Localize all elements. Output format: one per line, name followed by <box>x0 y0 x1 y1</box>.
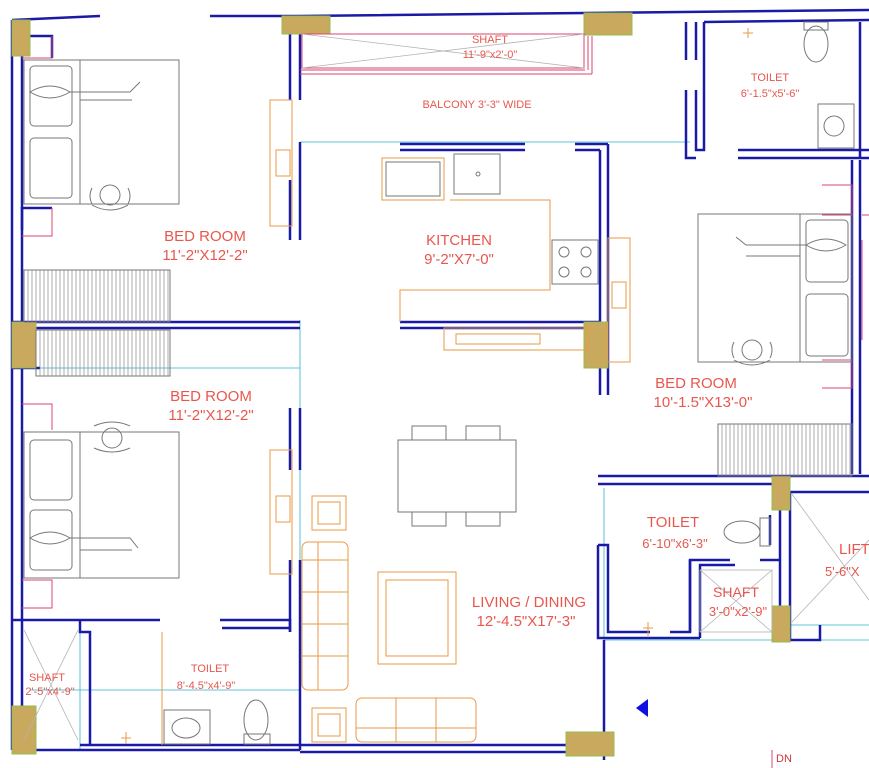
bed-mid-left <box>23 421 180 579</box>
shaft-right-name: SHAFT <box>713 584 759 600</box>
living-dining-name: LIVING / DINING <box>472 594 586 611</box>
column <box>11 321 37 369</box>
column <box>281 15 331 35</box>
bedroom-mid-left-name: BED ROOM <box>170 388 252 405</box>
lift-size: 5'-6"X <box>825 564 860 579</box>
bedroom-top-left-name: BED ROOM <box>164 228 246 245</box>
wardrobe-mid-left <box>35 329 171 377</box>
wardrobe-right <box>717 423 853 477</box>
bedroom-mid-left-size: 11'-2"X12'-2" <box>168 407 253 424</box>
bedroom-right-name: BED ROOM <box>655 375 737 392</box>
toilet-mid-right-size: 6'-10"x6'-3" <box>642 536 708 551</box>
room-labels: BED ROOM 11'-2"X12'-2" BED ROOM 11'-2"X1… <box>25 34 869 765</box>
kitchen-name: KITCHEN <box>426 232 492 249</box>
window-frames <box>22 36 869 609</box>
arrow-marker-icon <box>636 699 648 717</box>
shaft-top-name: SHAFT <box>472 34 508 46</box>
walls <box>10 8 869 760</box>
column <box>771 475 791 511</box>
columns <box>11 12 791 757</box>
kitchen-fixtures <box>381 153 599 322</box>
shaft-left-name: SHAFT <box>29 672 65 684</box>
column <box>771 605 791 643</box>
shaft-left-drawing <box>23 629 79 741</box>
toilet-fixtures <box>121 21 855 745</box>
shaft-right-size: 3'-0"x2'-9" <box>709 604 768 619</box>
toilet-top-right-size: 6'-1.5"x5'-6" <box>741 88 800 100</box>
toilet-mid-right-name: TOILET <box>647 514 699 531</box>
bed-right <box>697 213 853 366</box>
shaft-top-drawing <box>300 33 593 75</box>
door-frames <box>269 99 631 575</box>
shaft-right-drawing <box>699 569 773 633</box>
kitchen-size: 9'-2"X7'-0" <box>424 251 494 268</box>
column <box>565 731 615 757</box>
toilet-top-right-name: TOILET <box>751 72 790 84</box>
column <box>11 19 31 57</box>
bed-top-left <box>23 59 180 211</box>
shaft-top-size: 11'-9"x2'-0" <box>463 49 518 61</box>
bedroom-top-left-size: 11'-2"X12'-2" <box>162 247 247 264</box>
column <box>583 12 633 36</box>
column <box>11 705 37 755</box>
toilet-bottom-left-size: 8'-4.5"x4'-9" <box>177 680 236 692</box>
shaft-left-size: 2'-5"x4'-9" <box>25 686 74 698</box>
living-dining-size: 12'-4.5"X17'-3" <box>477 613 576 630</box>
lift-drawing <box>791 493 869 623</box>
balcony-label: BALCONY 3'-3" WIDE <box>422 99 531 111</box>
stair-dn-label: DN <box>776 753 792 765</box>
toilet-bottom-left-name: TOILET <box>191 663 230 675</box>
dining-table <box>397 425 517 527</box>
living-furniture <box>301 495 477 743</box>
lift-name: LIFT <box>839 541 869 558</box>
wardrobe-top-left <box>23 269 171 323</box>
bedroom-right-size: 10'-1.5"X13'-0" <box>654 394 753 411</box>
